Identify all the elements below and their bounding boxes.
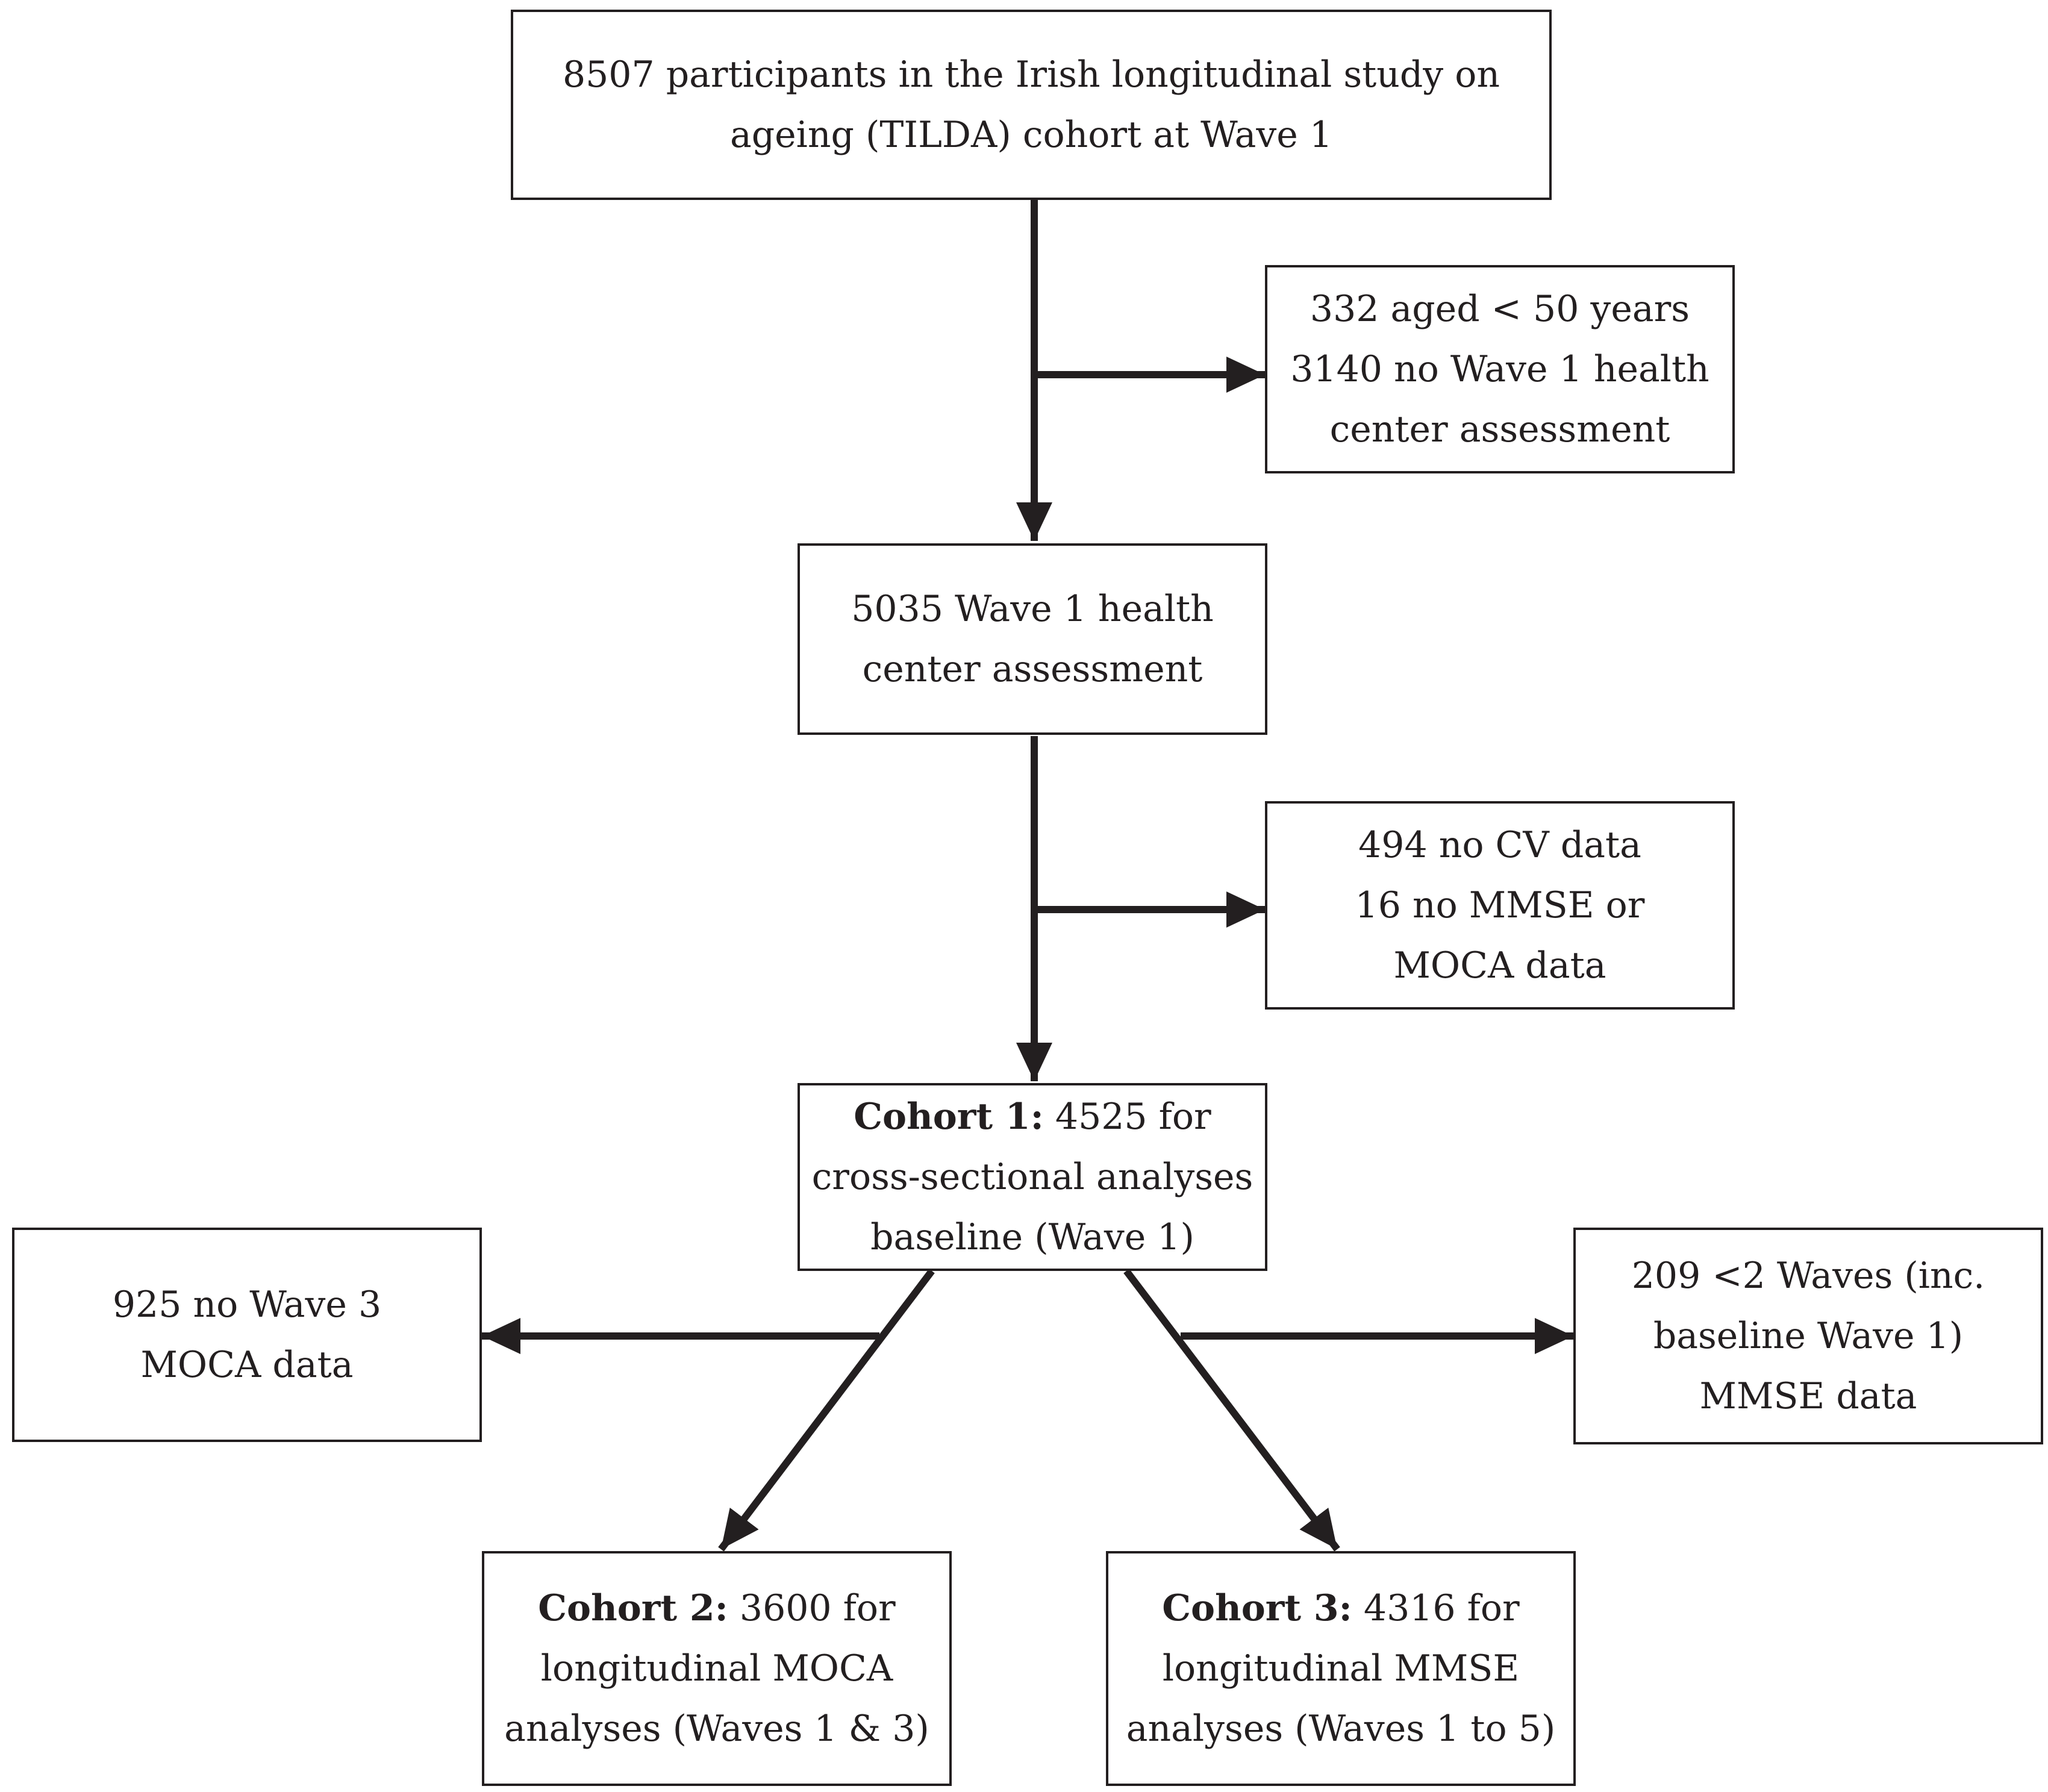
- box-text-line: 8507 participants in the Irish longitudi…: [562, 54, 1500, 96]
- box-text-line: longitudinal MOCA: [540, 1647, 893, 1690]
- cohort-count: 4316 for: [1352, 1587, 1520, 1629]
- box-exclusion-2: 494 no CV data 16 no MMSE or MOCA data: [1265, 801, 1735, 1010]
- box-text-line: analyses (Waves 1 & 3): [504, 1708, 929, 1750]
- box-text-line: 925 no Wave 3: [112, 1284, 382, 1326]
- box-text-line: cross-sectional analyses: [811, 1156, 1253, 1198]
- cohort-count: 4525 for: [1043, 1096, 1211, 1138]
- box-text-line: center assessment: [862, 648, 1203, 690]
- box-text-line: 494 no CV data: [1358, 824, 1641, 866]
- box-cohort2: Cohort 2: 3600 for longitudinal MOCA ana…: [482, 1551, 952, 1786]
- box-text-line: Cohort 3: 4316 for: [1162, 1578, 1519, 1638]
- box-text-line: 3140 no Wave 1 health: [1290, 348, 1709, 390]
- box-text-line: Cohort 1: 4525 for: [854, 1087, 1211, 1147]
- box-cohort1: Cohort 1: 4525 for cross-sectional analy…: [798, 1083, 1267, 1271]
- box-text-line: MOCA data: [1393, 944, 1606, 987]
- cohort-count: 3600 for: [728, 1587, 896, 1629]
- box-text-line: 332 aged < 50 years: [1310, 288, 1690, 330]
- box-text-line: Cohort 2: 3600 for: [538, 1578, 895, 1638]
- arrow-to-cohort2: [718, 1269, 935, 1552]
- box-text-line: MMSE data: [1699, 1375, 1917, 1417]
- box-text-line: baseline (Wave 1): [870, 1216, 1194, 1258]
- box-text-line: analyses (Waves 1 to 5): [1126, 1708, 1556, 1750]
- box-wave1-participants: 8507 participants in the Irish longitudi…: [511, 10, 1552, 200]
- box-exclusion-moca: 925 no Wave 3 MOCA data: [12, 1228, 482, 1442]
- box-text-line: 5035 Wave 1 health: [851, 588, 1214, 630]
- box-text-line: 16 no MMSE or: [1355, 884, 1645, 926]
- box-health-assessment: 5035 Wave 1 health center assessment: [798, 543, 1267, 735]
- cohort-label: Cohort 3:: [1162, 1587, 1352, 1629]
- box-cohort3: Cohort 3: 4316 for longitudinal MMSE ana…: [1106, 1551, 1576, 1786]
- box-text-line: baseline Wave 1): [1653, 1315, 1964, 1357]
- box-exclusion-mmse: 209 <2 Waves (inc. baseline Wave 1) MMSE…: [1573, 1228, 2043, 1444]
- box-exclusion-1: 332 aged < 50 years 3140 no Wave 1 healt…: [1265, 265, 1735, 473]
- box-text-line: 209 <2 Waves (inc.: [1631, 1255, 1985, 1297]
- box-text-line: center assessment: [1329, 408, 1670, 451]
- cohort-label: Cohort 2:: [538, 1587, 728, 1629]
- arrow-to-cohort3: [1123, 1269, 1340, 1552]
- box-text-line: longitudinal MMSE: [1162, 1647, 1520, 1690]
- box-text-line: MOCA data: [140, 1344, 354, 1386]
- box-text-line: ageing (TILDA) cohort at Wave 1: [729, 114, 1333, 156]
- cohort-label: Cohort 1:: [854, 1096, 1044, 1138]
